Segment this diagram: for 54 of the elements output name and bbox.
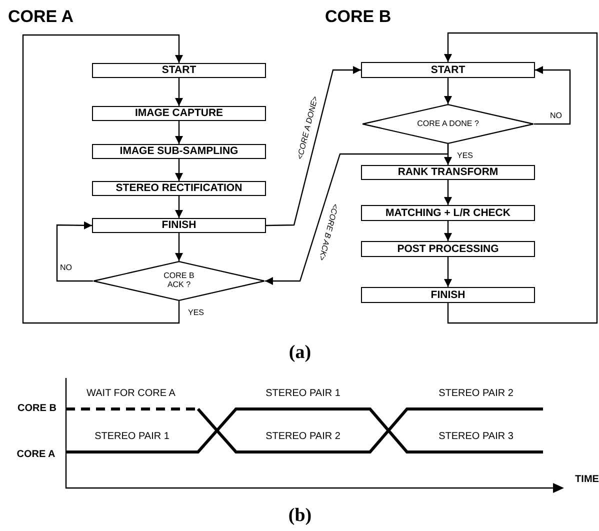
- phase-label: STEREO PAIR 3: [438, 432, 514, 442]
- process-box: [92, 218, 266, 233]
- axis-label: CORE B: [18, 404, 56, 414]
- process-box: [92, 144, 266, 159]
- box-label: POST PROCESSING: [397, 244, 499, 254]
- phase-label: STEREO PAIR 2: [266, 432, 340, 442]
- column-heading: CORE B: [325, 8, 392, 25]
- box-label: FINISH: [430, 290, 466, 300]
- box-label: IMAGE CAPTURE: [134, 108, 224, 119]
- edge-label: NO: [59, 264, 73, 272]
- arrow: [444, 32, 598, 324]
- edge-label: NO: [549, 112, 563, 120]
- arrow: [175, 121, 183, 144]
- arrow: [175, 159, 183, 181]
- axis-label: TIME: [575, 475, 599, 485]
- arrow: [444, 78, 452, 104]
- column-heading: CORE A: [8, 8, 74, 25]
- box-label: START: [162, 65, 196, 76]
- arrow: [444, 257, 452, 287]
- process-box: [361, 165, 535, 180]
- process-box: [361, 241, 535, 257]
- phase-label: WAIT FOR CORE A: [86, 389, 176, 399]
- box-label: FINISH: [162, 220, 196, 231]
- arrow: [56, 221, 93, 282]
- arrow: [444, 221, 452, 241]
- box-label: STEREO RECTIFICATION: [116, 183, 242, 194]
- decision-label: CORE A DONE ?: [417, 120, 479, 128]
- process-box: [92, 181, 266, 196]
- process-box: [361, 287, 535, 303]
- process-box: [361, 205, 535, 221]
- phase-label: STEREO PAIR 2: [438, 389, 514, 399]
- box-label: MATCHING + L/R CHECK: [386, 208, 510, 218]
- decision-label: CORE B ACK ?: [162, 272, 196, 290]
- arrow: [265, 144, 449, 285]
- arrow: [534, 66, 571, 125]
- edge-label: YES: [187, 309, 205, 317]
- box-label: RANK TRANSFORM: [398, 167, 498, 178]
- panel-label: (b): [288, 506, 312, 525]
- arrow: [175, 78, 183, 106]
- axis-label: CORE A: [16, 450, 56, 460]
- process-box: [361, 62, 535, 78]
- phase-label: STEREO PAIR 1: [266, 389, 340, 399]
- process-box: [92, 106, 266, 121]
- box-label: START: [430, 64, 466, 76]
- arrow: [22, 34, 183, 324]
- arrow: [444, 180, 452, 205]
- process-box: [92, 63, 266, 78]
- arrow: [175, 196, 183, 218]
- arrow: [266, 66, 361, 226]
- edge-label: YES: [456, 152, 474, 160]
- phase-label: STEREO PAIR 1: [94, 432, 170, 442]
- arrow: [175, 233, 183, 261]
- panel-label: (a): [288, 343, 312, 362]
- box-label: IMAGE SUB-SAMPLING: [120, 146, 238, 157]
